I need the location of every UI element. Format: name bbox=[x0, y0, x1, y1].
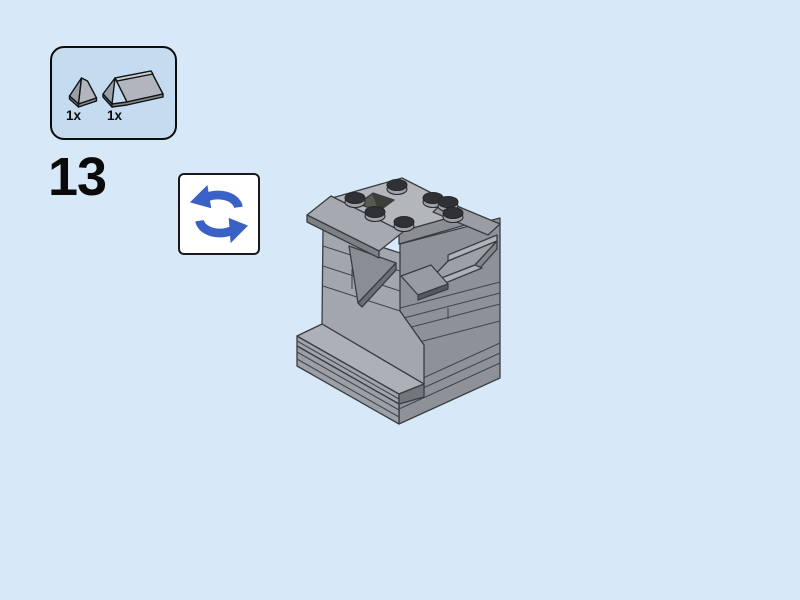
model-studs bbox=[344, 178, 464, 233]
lego-model-render bbox=[296, 177, 501, 425]
model-top-plate bbox=[306, 177, 501, 259]
parts-callout-box: 1x 1x bbox=[50, 46, 177, 140]
part-quantity-label: 1x bbox=[107, 108, 123, 123]
slope-1x2-part-icon bbox=[102, 70, 164, 108]
part-quantity-label: 1x bbox=[66, 108, 82, 123]
rotate-indicator bbox=[178, 173, 260, 255]
slope-1x1-part-icon bbox=[68, 77, 98, 108]
model-base-plates bbox=[296, 345, 400, 425]
model-control-panel bbox=[400, 234, 498, 301]
step-number: 13 bbox=[48, 147, 107, 207]
rotate-arrows-icon bbox=[189, 184, 249, 244]
